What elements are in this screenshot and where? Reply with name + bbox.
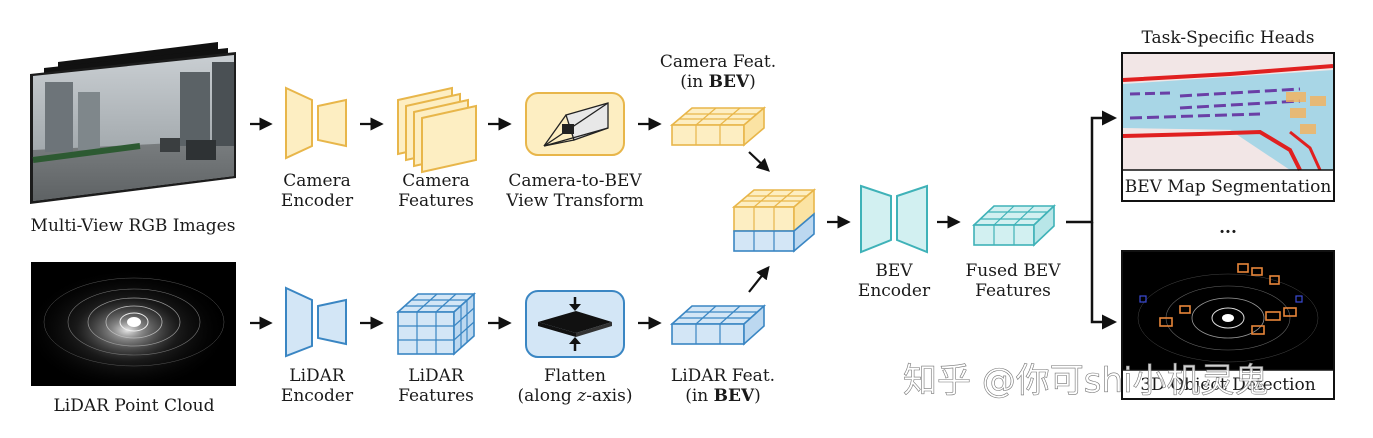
camera-bev-feature-grid: [669, 106, 767, 147]
camera-to-bev-transform: [525, 92, 625, 156]
arrow-to-det3d: [1090, 222, 1117, 330]
lidar-cloud-label: LiDAR Point Cloud: [54, 396, 215, 416]
arrow-to-map-seg: [1066, 110, 1117, 224]
flatten-label-1: Flatten: [544, 366, 606, 386]
camera-features: [397, 86, 477, 174]
lidar-bev-label-1: LiDAR Feat.: [671, 366, 775, 386]
lidar-point-cloud-image: [31, 262, 236, 386]
bev-encoder-label-2: Encoder: [858, 281, 931, 301]
arrow-lidarbev-to-fusion: [748, 265, 770, 293]
rgb-images-label: Multi-View RGB Images: [31, 216, 236, 236]
fused-bev-label-1: Fused BEV: [966, 261, 1062, 281]
flatten-label-2: (along z-axis): [518, 386, 633, 406]
arrow-cambev-to-fusion: [748, 151, 770, 172]
lidar-features-label-1: LiDAR: [408, 366, 465, 386]
rgb-image-stack: [30, 42, 236, 204]
camera-to-bev-label-2: View Transform: [505, 191, 643, 211]
lidar-encoder-label-1: LiDAR: [289, 366, 346, 386]
camera-encoder-label-1: Camera: [283, 171, 351, 191]
fused-bev-features: [971, 204, 1057, 247]
ellipsis-label: ...: [1219, 218, 1237, 238]
lidar-features-label-2: Features: [398, 386, 474, 406]
bev-encoder: [860, 184, 928, 254]
lidar-features-cube: [395, 292, 477, 356]
lidar-encoder: [285, 286, 347, 358]
arrows: [250, 110, 1117, 330]
lidar-bev-label-2: (in BEV): [685, 386, 761, 406]
flatten-operation: [525, 290, 625, 358]
task-heads-title: Task-Specific Heads: [1141, 28, 1314, 48]
camera-bev-label-2: (in BEV): [680, 72, 756, 92]
camera-to-bev-label-1: Camera-to-BEV: [508, 171, 642, 191]
camera-bev-label-1: Camera Feat.: [660, 52, 776, 72]
fused-bev-label-2: Features: [975, 281, 1051, 301]
camera-features-label-2: Features: [398, 191, 474, 211]
concatenated-bev-features: [731, 188, 817, 253]
map-seg-label: BEV Map Segmentation: [1125, 177, 1332, 197]
lidar-encoder-label-2: Encoder: [281, 386, 354, 406]
bev-map-segmentation-output: [1121, 52, 1335, 202]
3d-object-detection-output: [1121, 250, 1335, 400]
camera-encoder: [285, 86, 347, 160]
bev-encoder-label-1: BEV: [875, 261, 913, 281]
watermark-text: 知乎 @你可shi小机灵鬼: [903, 361, 1269, 401]
det3d-label: 3D Object Detection: [1140, 375, 1315, 395]
camera-features-label-1: Camera: [402, 171, 470, 191]
lidar-bev-feature-grid: [669, 304, 767, 346]
camera-encoder-label-2: Encoder: [281, 191, 354, 211]
